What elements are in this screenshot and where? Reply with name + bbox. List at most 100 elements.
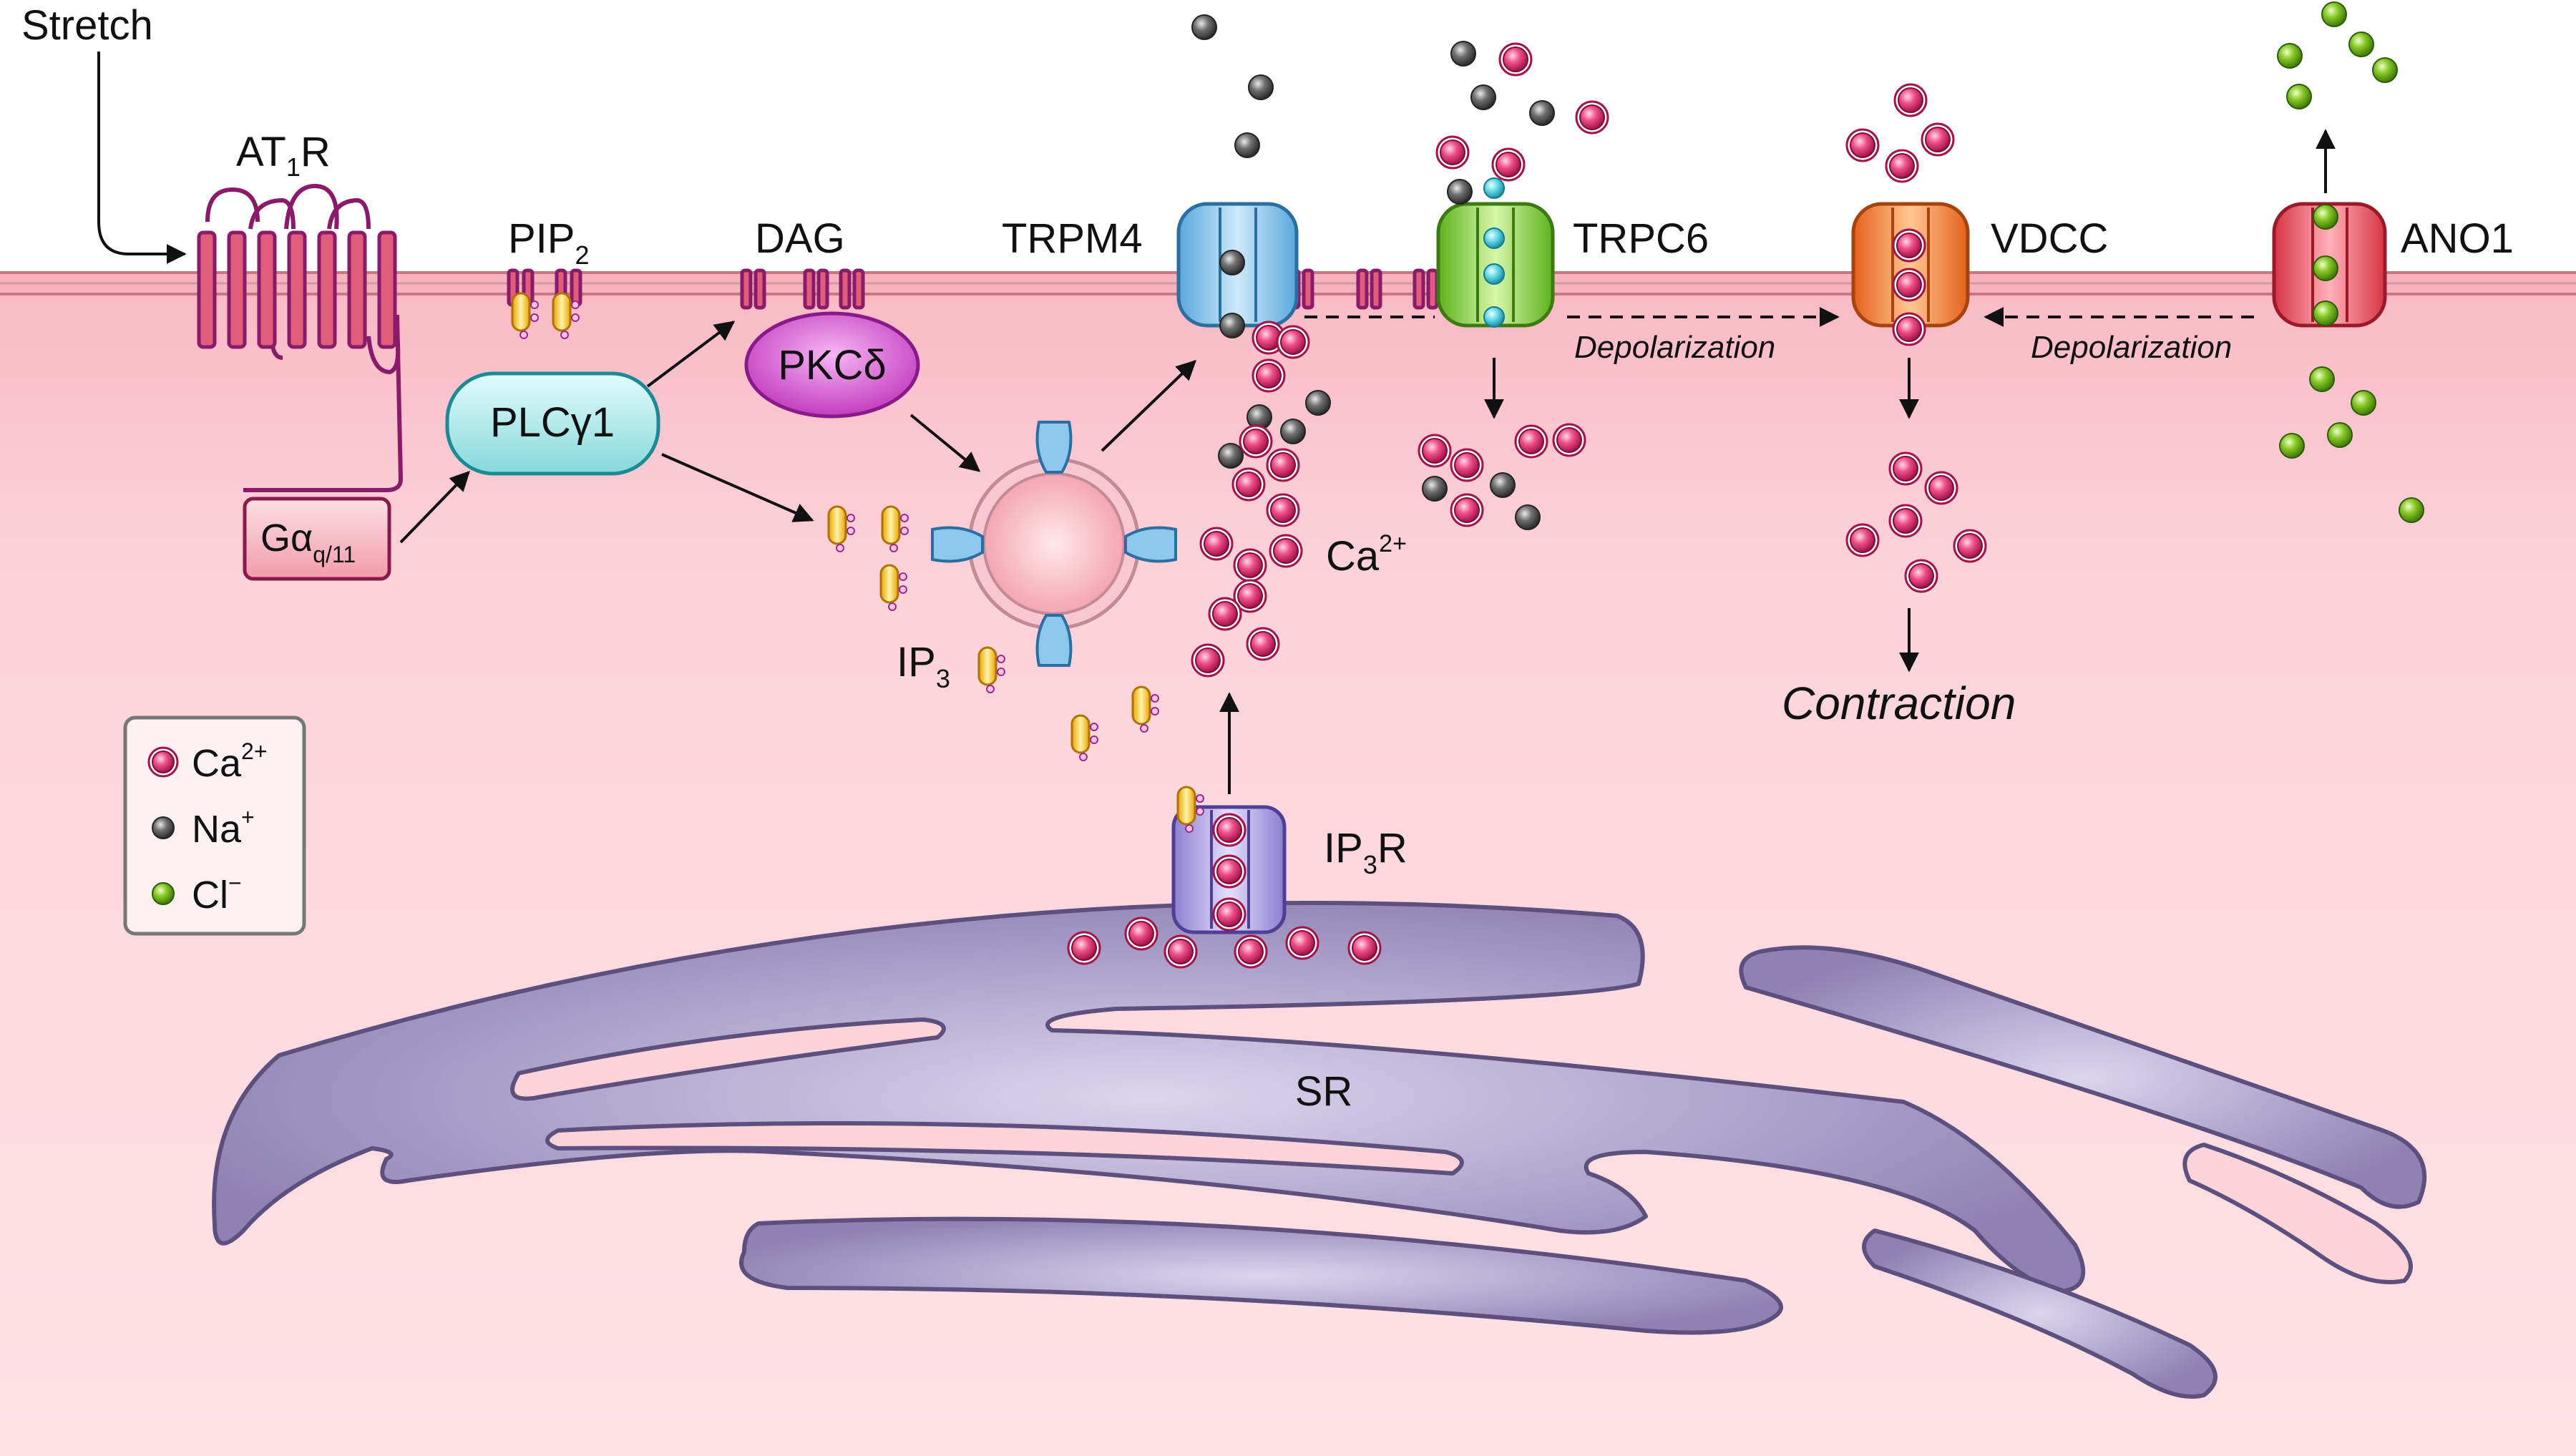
- legend-label: Ca2+: [192, 738, 268, 785]
- calcium-ion: [1237, 583, 1263, 609]
- chloride-ion: [2399, 497, 2424, 523]
- calcium-cluster-label: Ca2+: [1326, 530, 1407, 580]
- calcium-ion: [1503, 47, 1528, 72]
- ip3-label: IP3: [897, 639, 950, 693]
- calcium-ion: [1908, 563, 1934, 589]
- cation-ion: [1483, 228, 1505, 249]
- vesicle-channels: [931, 421, 1177, 667]
- trpc6-label: TRPC6: [1573, 215, 1709, 262]
- chloride-ion: [2321, 1, 2347, 27]
- dag-label: DAG: [755, 215, 845, 262]
- legend-swatch: [152, 816, 175, 839]
- depolarization-label-left: Depolarization: [1574, 330, 1775, 365]
- sodium-ion: [1447, 179, 1473, 205]
- sodium-ion: [1450, 41, 1476, 67]
- calcium-ion: [1273, 538, 1299, 564]
- chloride-ion: [2351, 390, 2376, 416]
- ip3r-label: IP3R: [1324, 825, 1407, 879]
- calcium-ion: [1957, 533, 1983, 559]
- calcium-ion: [1250, 631, 1276, 657]
- sodium-ion: [1219, 250, 1245, 275]
- chloride-ion: [2372, 57, 2398, 83]
- calcium-ion: [1889, 153, 1915, 179]
- depolarization-label-right: Depolarization: [2031, 330, 2232, 365]
- chloride-ion: [2279, 433, 2305, 459]
- chloride-ion: [2277, 43, 2303, 69]
- galpha-label: Gαq/11: [260, 517, 356, 567]
- calcium-ion: [1280, 329, 1306, 355]
- calcium-ion: [1496, 152, 1521, 177]
- ip3-molecule: [881, 505, 909, 552]
- ip3-molecule: [1176, 786, 1204, 833]
- calcium-ion: [1270, 452, 1296, 478]
- calcium-ion: [1195, 648, 1221, 673]
- sodium-ion: [1305, 390, 1331, 416]
- legend-label: Na+: [192, 804, 255, 851]
- pip2-label: PIP2: [508, 215, 590, 270]
- stretch-arrow: [97, 52, 187, 264]
- trpm4-label: TRPM4: [1002, 215, 1143, 262]
- calcium-ion: [1925, 127, 1951, 152]
- chloride-ion: [2309, 366, 2335, 392]
- calcium-ion: [1896, 316, 1922, 342]
- calcium-ion: [1422, 438, 1448, 464]
- pkc-delta: [744, 311, 920, 419]
- vdcc-channel: [1851, 202, 1970, 328]
- calcium-ion: [1216, 859, 1242, 884]
- legend-swatch: [152, 882, 175, 905]
- calcium-ion: [1204, 531, 1229, 557]
- calcium-ion: [1896, 272, 1922, 298]
- cation-ion: [1483, 263, 1505, 285]
- calcium-ion: [1216, 817, 1242, 843]
- calcium-ion: [1352, 935, 1377, 961]
- plc-gamma1: [445, 371, 660, 476]
- sodium-ion: [1515, 504, 1541, 530]
- sodium-ion: [1470, 84, 1496, 110]
- calcium-ion: [1256, 363, 1282, 389]
- contraction-label: Contraction: [1782, 678, 2016, 729]
- sodium-ion: [1218, 443, 1244, 469]
- sodium-ion: [1529, 100, 1555, 126]
- legend: Ca2+ Na+ Cl−: [123, 715, 306, 936]
- ip3-molecule: [1070, 714, 1098, 761]
- calcium-ion: [1237, 552, 1263, 578]
- calcium-ion: [1128, 921, 1154, 947]
- chloride-ion: [2313, 255, 2338, 281]
- at1r-helices: [197, 230, 397, 349]
- plc-label: PLCγ1: [490, 399, 615, 446]
- legend-label: Cl−: [192, 870, 242, 917]
- calcium-ion: [1850, 527, 1875, 553]
- legend-swatch: [152, 751, 175, 773]
- chloride-ion: [2313, 301, 2338, 326]
- chloride-ion: [2313, 204, 2338, 230]
- calcium-ion: [1579, 104, 1605, 130]
- ip3-molecule: [879, 564, 907, 611]
- sodium-ion: [1234, 132, 1260, 158]
- calcium-ion: [1216, 902, 1242, 927]
- calcium-ion: [1289, 930, 1315, 956]
- calcium-ion: [1850, 132, 1875, 158]
- chloride-ion: [2348, 31, 2374, 57]
- chloride-ion: [2286, 84, 2312, 109]
- ions: [1067, 1, 2424, 969]
- calcium-ion: [1893, 456, 1918, 482]
- ip3-molecule: [1131, 685, 1159, 733]
- calcium-ion: [1556, 427, 1582, 453]
- calcium-ion: [1454, 497, 1480, 523]
- calcium-ion: [1518, 429, 1544, 454]
- ip3-molecule: [827, 505, 855, 552]
- ip3-molecules: [511, 292, 1204, 833]
- stretch-label: Stretch: [21, 2, 153, 49]
- vdcc-label: VDCC: [1991, 215, 2108, 262]
- at1r-label: AT1R: [236, 129, 331, 182]
- sodium-ion: [1422, 476, 1448, 502]
- calcium-ion: [1243, 429, 1269, 454]
- ip3-molecule: [552, 292, 580, 339]
- pkc-label: PKCδ: [778, 342, 887, 389]
- calcium-ion: [1212, 601, 1238, 627]
- calcium-ion: [1071, 935, 1097, 961]
- sodium-ion: [1191, 14, 1217, 40]
- ip3-molecule: [511, 292, 539, 339]
- calcium-store-vesicle: [967, 457, 1141, 630]
